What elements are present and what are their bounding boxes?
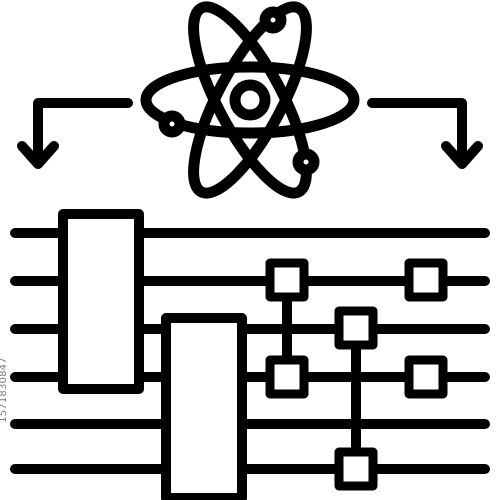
gate-block-left xyxy=(58,209,144,394)
single-qubit-gates xyxy=(265,258,448,491)
quantum-circuit xyxy=(10,209,490,500)
gate-box-3 xyxy=(334,306,378,350)
atom-orbit-tilted-right xyxy=(188,1,312,199)
gate-box-5 xyxy=(404,258,448,302)
electron-right xyxy=(292,148,320,176)
gate-box-2 xyxy=(265,355,309,399)
gate-box-4 xyxy=(334,447,378,491)
arrow-left-down-icon xyxy=(17,98,133,169)
gate-block-center xyxy=(161,313,247,500)
arrow-right-down-icon xyxy=(367,98,483,169)
atom-orbit-tilted-left xyxy=(188,1,312,199)
atom-orbit-horizontal xyxy=(140,61,360,139)
electron-top xyxy=(259,6,287,34)
gate-box-6 xyxy=(404,355,448,399)
multi-qubit-gates xyxy=(58,209,247,500)
gate-box-1 xyxy=(265,258,309,302)
stock-id-label: 1571830847 xyxy=(0,357,9,423)
atom-nucleus xyxy=(229,79,271,121)
electron-left xyxy=(158,110,186,138)
atom-icon xyxy=(140,1,360,199)
